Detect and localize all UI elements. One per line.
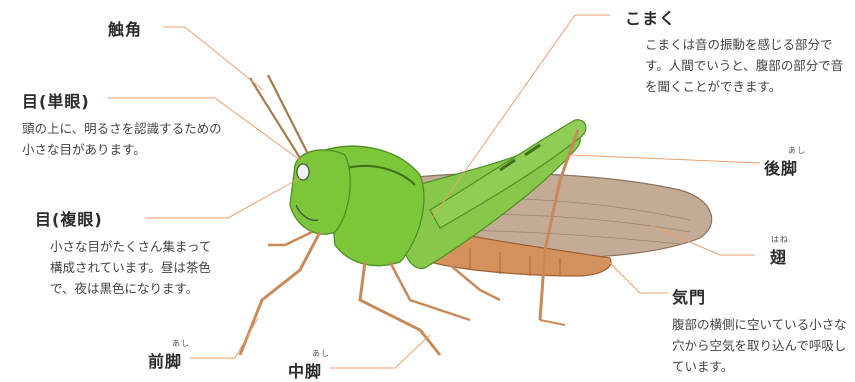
- spiracle-label: 気門: [672, 284, 706, 308]
- tympanum-label: こまく: [625, 5, 676, 29]
- head: [290, 150, 350, 234]
- leader-antenna: [163, 27, 263, 90]
- ocellus-label: 目(単眼): [22, 88, 90, 112]
- ocellus-description: 頭の上に、明るさを認識するための小さな目があります。: [22, 118, 222, 160]
- leader-hindleg: [572, 155, 760, 163]
- compound-eye-description: 小さな目がたくさん集まって構成されています。昼は茶色で、夜は黒色になります。: [50, 236, 218, 299]
- hindleg-label: 後脚: [764, 155, 798, 179]
- leader-midleg: [330, 335, 430, 368]
- antenna-label: 触角: [108, 16, 142, 40]
- middle-leg: [360, 262, 440, 355]
- leader-compound-eye: [145, 178, 300, 218]
- front-leg: [240, 232, 320, 355]
- spiracle-description: 腹部の横側に空いている小さな穴から空気を取り込んで呼吸しています。: [672, 314, 852, 377]
- compound-eye-label: 目(複眼): [35, 206, 103, 230]
- leader-spiracle: [605, 258, 668, 293]
- foreleg-label: 前脚: [148, 348, 182, 372]
- compound-eye: [297, 164, 309, 180]
- tympanum-description: こまくは音の振動を感じる部分です。人間でいうと、腹部の部分で音を聞くことができま…: [645, 34, 845, 97]
- midleg-label: 中脚: [288, 358, 322, 382]
- wing-label: 翅: [770, 244, 787, 268]
